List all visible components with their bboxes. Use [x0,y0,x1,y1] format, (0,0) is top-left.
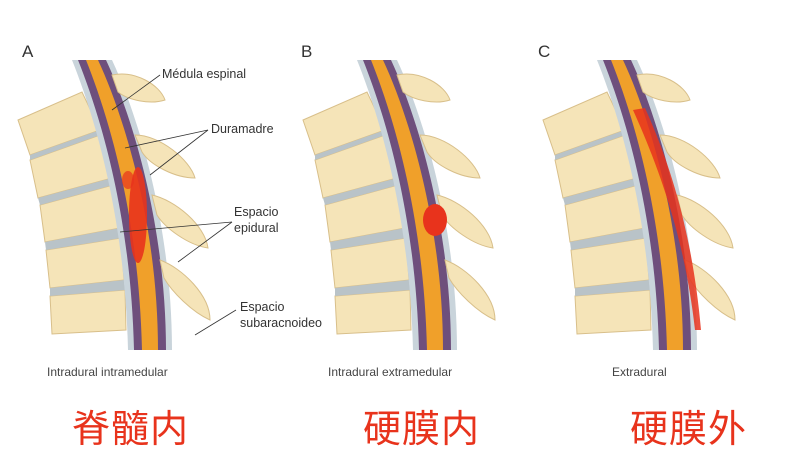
caption: Intradural intramedular [47,365,168,379]
label-subarac-2: subaracnoideo [240,316,323,330]
label-epidural-2: epidural [234,221,279,235]
caption: Intradural extramedular [328,365,453,379]
chinese-title: 硬膜外 [630,407,748,451]
panel-letter: A [22,42,34,61]
label-epidural-1: Espacio [234,205,279,219]
caption: Extradural [612,365,667,379]
label-subarac-1: Espacio [240,300,285,314]
panel-a: A Médula espinal Duramadre Espacio epidu… [0,0,322,451]
label-duramadre: Duramadre [211,122,274,136]
lesion-intramedullary [129,167,147,263]
chinese-title: 脊髓内 [72,407,190,451]
lesion-extradural [633,108,701,330]
panel-letter: C [538,42,551,61]
spine-illustration-b [302,59,496,351]
label-medula: Médula espinal [162,67,247,81]
panel-letter: B [301,42,313,61]
panel-c: C Extradural 硬膜外 [525,0,785,451]
spine-illustration-a [17,59,237,351]
chinese-title: 硬膜内 [363,407,481,451]
panel-b: B Intradural extramedular 硬膜内 [285,0,545,451]
spine-illustration-c [542,59,736,351]
lesion-extramedullary [423,204,447,236]
